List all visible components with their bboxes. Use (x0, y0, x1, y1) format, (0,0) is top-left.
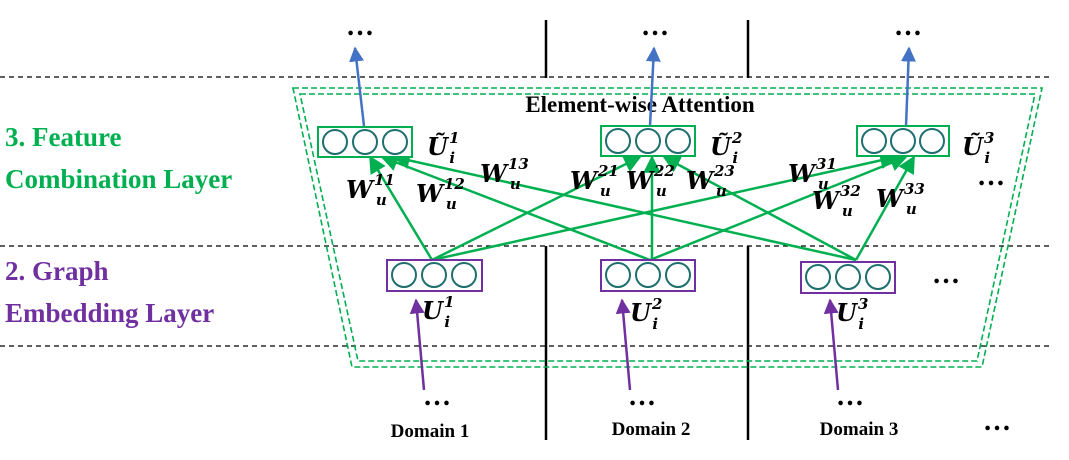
combined-node-box-1 (317, 126, 413, 158)
ellipsis-top-2: … (641, 11, 669, 42)
connection-w33 (854, 155, 916, 261)
ellipsis-top-1: … (346, 11, 374, 42)
connection-w32 (649, 154, 908, 262)
embedding-node-box-3 (800, 261, 896, 294)
ellipsis-bottom-1: … (423, 381, 451, 412)
ellipsis-bottom-3: … (836, 381, 864, 412)
embedding-node-box-2 (600, 259, 696, 292)
input-arrow-3 (823, 298, 840, 391)
connection-w12 (380, 154, 651, 262)
attention-trapezoid (292, 87, 1043, 368)
combined-node-box-3 (856, 125, 950, 157)
graph-layer-label-line2: Embedding Layer (5, 298, 214, 328)
combined-node-box-2 (600, 125, 696, 157)
connection-w23 (662, 155, 857, 262)
ellipsis-embed-right: … (932, 259, 960, 290)
feature-layer-label-line2: Combination Layer (5, 164, 232, 194)
domain-label-1: Domain 1 (391, 421, 470, 442)
output-arrow-2 (645, 46, 661, 127)
connection-w11 (368, 155, 434, 261)
output-arrow-3 (900, 46, 916, 127)
attention-connections (368, 151, 916, 262)
input-arrow-2 (615, 298, 632, 391)
domain-label-2: Domain 2 (612, 419, 691, 440)
connection-w13 (392, 151, 857, 262)
output-arrow-1 (349, 46, 366, 127)
attention-title: Element-wise Attention (525, 92, 755, 117)
feature-layer-label-line1: 3. Feature (5, 122, 121, 152)
ellipsis-bottom-2: … (628, 381, 656, 412)
ellipsis-bottom-right: … (983, 406, 1011, 437)
connection-w21 (431, 155, 642, 262)
graph-layer-label-line1: 2. Graph (5, 256, 109, 286)
ellipsis-feature-right: … (977, 161, 1005, 192)
domain-label-3: Domain 3 (820, 419, 899, 440)
embedding-node-box-1 (386, 259, 483, 292)
input-arrow-1 (409, 298, 426, 391)
ellipsis-top-3: … (894, 11, 922, 42)
connection-w31 (431, 151, 898, 262)
